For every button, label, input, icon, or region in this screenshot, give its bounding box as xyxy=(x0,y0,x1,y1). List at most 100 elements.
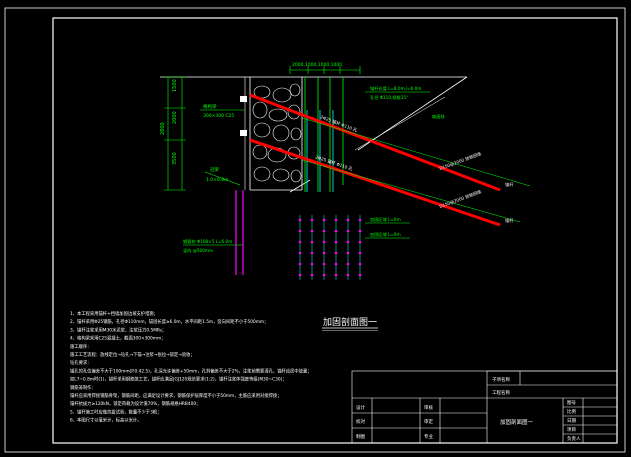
note-line: 5、锚杆施工时应做抗拔试验，数量不少于3根； xyxy=(70,408,161,415)
tb-header-2: 审核 xyxy=(424,404,433,411)
pile-grid-node xyxy=(322,251,326,255)
note-line: 锚杆抗拔力≥120kN，锁定荷载为设计值70%，钢筋规格HRB400； xyxy=(70,400,200,407)
pile-label-2: 竖向 @500mm xyxy=(183,247,213,253)
pile-label-1: 钢管桩 Φ108×5 L=6.0m xyxy=(183,238,232,245)
pile-grid-node xyxy=(322,218,326,222)
pile-grid-node xyxy=(334,262,338,266)
dim-text-3: 2800 xyxy=(160,122,166,135)
mid-label-1: 加固区域 L=6m xyxy=(370,216,401,223)
pile-grid-node xyxy=(322,240,326,244)
pile-grid-node xyxy=(322,229,326,233)
pile-grid-node xyxy=(310,218,314,222)
anchor-guide-upper xyxy=(301,117,531,187)
pile-grid-node xyxy=(322,262,326,266)
top-dimension-text: 2000,1000,1000,1000 xyxy=(292,62,342,68)
pile-grid-node xyxy=(322,273,326,277)
tb-row1-0: 校对 xyxy=(356,418,365,425)
retaining-wall xyxy=(249,77,303,191)
anchor-lower-tag: 锚杆 xyxy=(505,217,514,224)
pile-grid-node xyxy=(334,240,338,244)
pile-grid-node xyxy=(358,229,362,233)
note-line: 3、锚杆注浆采用M30水泥浆，注浆压力0.5MPa； xyxy=(70,326,166,333)
note-line: 钻孔要求： xyxy=(70,359,91,366)
dim-text-1: 1500 xyxy=(172,79,178,92)
pile-grid-node xyxy=(346,273,350,277)
pile-grid-node xyxy=(346,218,350,222)
pile-grid-node xyxy=(310,240,314,244)
pile-grid-node xyxy=(298,273,302,277)
pile-grid-node xyxy=(334,218,338,222)
notes-block: 1、本工程采用锚杆+挡墙加固边坡支护措施；2、锚杆采用Φ25钢筋，孔径Φ110m… xyxy=(70,310,312,424)
left-label-2: 300×300 C25 xyxy=(203,113,234,119)
pile-grid-node xyxy=(346,262,350,266)
pile-grid-node xyxy=(334,273,338,277)
note-line: 钢筋笼制作： xyxy=(70,384,96,391)
tb-row2-0: 制图 xyxy=(356,433,365,440)
anchor-rod-lower[interactable] xyxy=(249,138,501,227)
pile-grid-node xyxy=(310,229,314,233)
pile-grid-node xyxy=(358,240,362,244)
pile-grid-node xyxy=(298,229,302,233)
cyan-piles xyxy=(306,110,334,192)
tb-row2-4: 日期 xyxy=(567,418,576,424)
note-line: 6、本图尺寸以毫米计，标高以米计。 xyxy=(70,417,141,424)
pile-grid-node xyxy=(346,251,350,255)
dim-text-2: 2000 xyxy=(172,111,178,124)
anchor-guide-lower xyxy=(301,159,521,223)
dim-text-4: 3500 xyxy=(172,152,178,165)
grip-upper xyxy=(240,96,247,102)
anchor-upper-tag: 锚杆 xyxy=(505,181,514,188)
note-line: 4、格构梁采用C25混凝土，截面300×300mm； xyxy=(70,335,165,342)
note-line: 施工顺序： xyxy=(70,343,91,350)
note-line: 如L7~0.8m时(1)，锚杆采用钢筋笼工艺，锚杆应满足JGJ120规范要求(1… xyxy=(70,376,287,383)
pile-grid-node xyxy=(298,218,302,222)
inner-frame xyxy=(52,17,618,444)
pile-grid-node xyxy=(334,251,338,255)
note-line: 施工工艺流程：放线定位→钻孔→下锚→注浆→张拉→锁定→验收； xyxy=(70,351,195,358)
pile-grid-node xyxy=(358,218,362,222)
pile-grid-node xyxy=(358,262,362,266)
slope-line xyxy=(357,76,468,151)
pile-grid-node xyxy=(310,251,314,255)
slope-label: 坡面线 xyxy=(432,113,445,120)
note-line: 1、本工程采用锚杆+挡墙加固边坡支护措施； xyxy=(70,310,158,317)
pile-grid-node xyxy=(334,229,338,233)
mid-label-2: 加固区域 L=9m xyxy=(370,231,401,238)
outer-frame xyxy=(4,7,626,453)
note-line: 2、锚杆采用Φ25钢筋，孔径Φ110mm，锚固长度≥6.0m，水平间距1.5m，… xyxy=(70,318,268,325)
pile-grid-node xyxy=(346,240,350,244)
left-label-1: 格构梁 xyxy=(203,103,217,110)
tb-row1-4: 比例 xyxy=(567,408,576,415)
note-line: 锚杆应采用焊接钢筋骨架，钢筋间距，应满足设计要求，钢筋保护层厚度不小于50mm，… xyxy=(70,392,282,399)
title-block-subproject: 工程名称 xyxy=(492,389,510,396)
vertical-dimensions xyxy=(164,76,186,191)
tb-header-label-1: 项目 xyxy=(567,427,576,433)
pile-grid xyxy=(298,215,362,280)
tb-row2-2: 专业 xyxy=(424,433,433,440)
pile-grid-node xyxy=(298,262,302,266)
anchor-rod-upper[interactable] xyxy=(249,93,501,192)
bottom-label-2: 1.0×0.8m xyxy=(206,177,228,183)
title-block xyxy=(351,370,618,444)
drawing-title: 加固剖面图一 xyxy=(323,316,377,328)
tb-header-4: 图号 xyxy=(567,400,576,406)
pile-grid-node xyxy=(310,262,314,266)
reinforcement-bars xyxy=(304,77,344,192)
bottom-leader xyxy=(204,171,241,186)
top-dimension xyxy=(289,66,361,74)
anchor-spec-2: 孔径 Φ110,倾角15° xyxy=(370,94,408,101)
tb-header-label-2: 负责人 xyxy=(567,435,581,442)
pile-grid-node xyxy=(358,251,362,255)
steel-pile-group[interactable] xyxy=(235,190,244,275)
tb-row1-2: 审定 xyxy=(424,418,433,425)
title-block-drawing-name: 加固剖面图一 xyxy=(500,418,534,426)
bottom-label-1: 冠梁 xyxy=(210,166,219,173)
note-line: 锚孔的孔位偏差不大于100mm(P.0.42.5)，孔深允许偏差+50mm，孔斜… xyxy=(70,367,312,374)
title-block-project: 子项名称 xyxy=(492,376,510,383)
pile-grid-node xyxy=(358,273,362,277)
pile-grid-node xyxy=(346,229,350,233)
grip-lower xyxy=(240,130,247,136)
pile-grid-node xyxy=(298,251,302,255)
